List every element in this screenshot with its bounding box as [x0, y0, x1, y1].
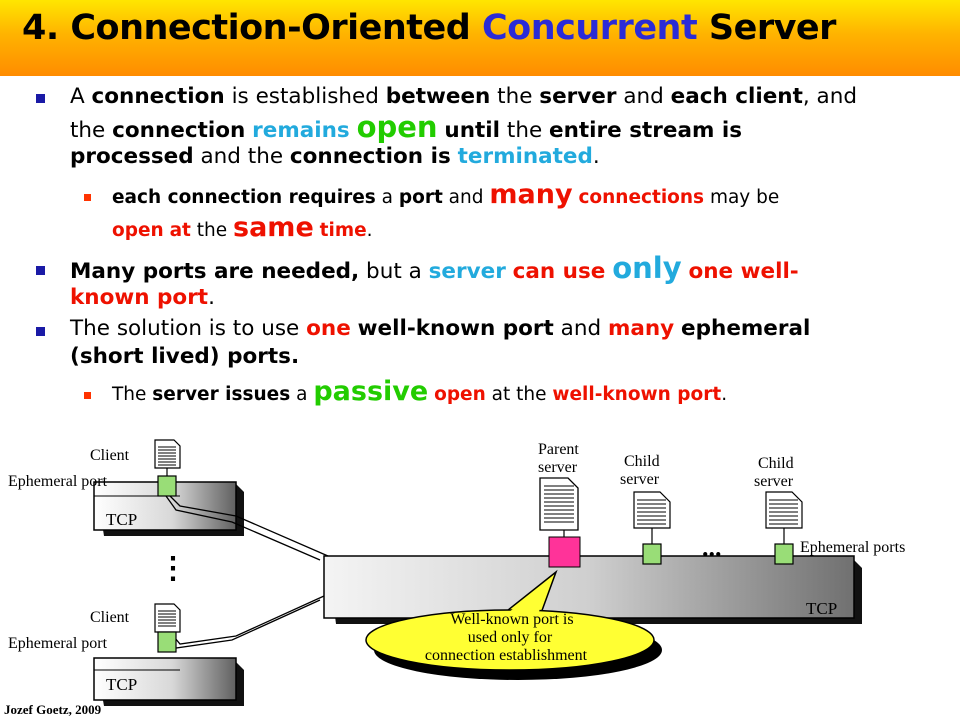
- vertical-ellipsis: ⋮: [158, 552, 188, 585]
- slide-title: 4. Connection-Oriented Concurrent Server: [22, 8, 836, 48]
- bullet-marker: [36, 327, 45, 336]
- well-known-port: [548, 536, 581, 568]
- sub-bullet-marker: [84, 194, 91, 201]
- footer-author: Jozef Goetz, 2009: [4, 702, 102, 717]
- child-server-1-label-line1: Child: [624, 453, 660, 470]
- title-highlight: Concurrent: [481, 8, 698, 48]
- title-suffix: Server: [697, 8, 837, 48]
- tcp-label-top: TCP: [106, 510, 137, 529]
- client-document-icon-bottom: [154, 603, 181, 633]
- child-server-2-document-icon: [765, 491, 803, 529]
- ephemeral-port-label-bottom: Ephemeral port: [8, 635, 108, 652]
- tcp-box-bottom-client: [93, 657, 244, 706]
- ephemeral-ports-label: Ephemeral ports: [800, 539, 905, 556]
- ephemeral-port-child-2: [774, 543, 794, 565]
- sub-bullet-1: each connection requires a port and many…: [112, 179, 780, 243]
- client-label-top: Client: [90, 447, 130, 464]
- ephemeral-port-bottom: [157, 631, 177, 653]
- callout-line-1: Well-known port is: [450, 611, 573, 628]
- title-bar: [0, 0, 960, 76]
- title-prefix: 4. Connection-Oriented: [22, 8, 482, 48]
- sub-bullet-2: The server issues a passive open at the …: [112, 376, 728, 407]
- bullet-2: Many ports are needed, but a server can …: [70, 251, 799, 310]
- child-server-1-document-icon: [633, 491, 671, 529]
- client-label-bottom: Client: [90, 609, 130, 626]
- callout-line-2: used only for: [468, 629, 553, 646]
- bullet-3: The solution is to use one well-known po…: [70, 316, 811, 369]
- child-server-1-label-line2: server: [620, 471, 660, 488]
- ephemeral-port-child-1: [642, 543, 662, 565]
- bullet-1: A connection is established between the …: [70, 84, 858, 169]
- tcp-box-server: [323, 555, 862, 624]
- callout-line-3: connection establishment: [425, 647, 588, 664]
- bullet-marker: [36, 94, 45, 103]
- ephemeral-port-label-top: Ephemeral port: [8, 473, 108, 490]
- child-server-2-label-line2: server: [754, 473, 794, 490]
- parent-server-label-line2: server: [538, 459, 578, 476]
- client-document-icon-top: [154, 439, 181, 469]
- ephemeral-port-top: [157, 475, 177, 497]
- callout-bubble: [365, 569, 662, 680]
- sub-bullet-marker: [84, 392, 91, 399]
- horizontal-ellipsis: ...: [702, 533, 722, 562]
- bullet-marker: [36, 266, 45, 275]
- parent-server-label-line1: Parent: [538, 441, 579, 458]
- tcp-label-bottom: TCP: [106, 675, 137, 694]
- tcp-label-server: TCP: [806, 599, 837, 618]
- child-server-2-label-line1: Child: [758, 455, 794, 472]
- parent-server-document-icon: [539, 477, 579, 531]
